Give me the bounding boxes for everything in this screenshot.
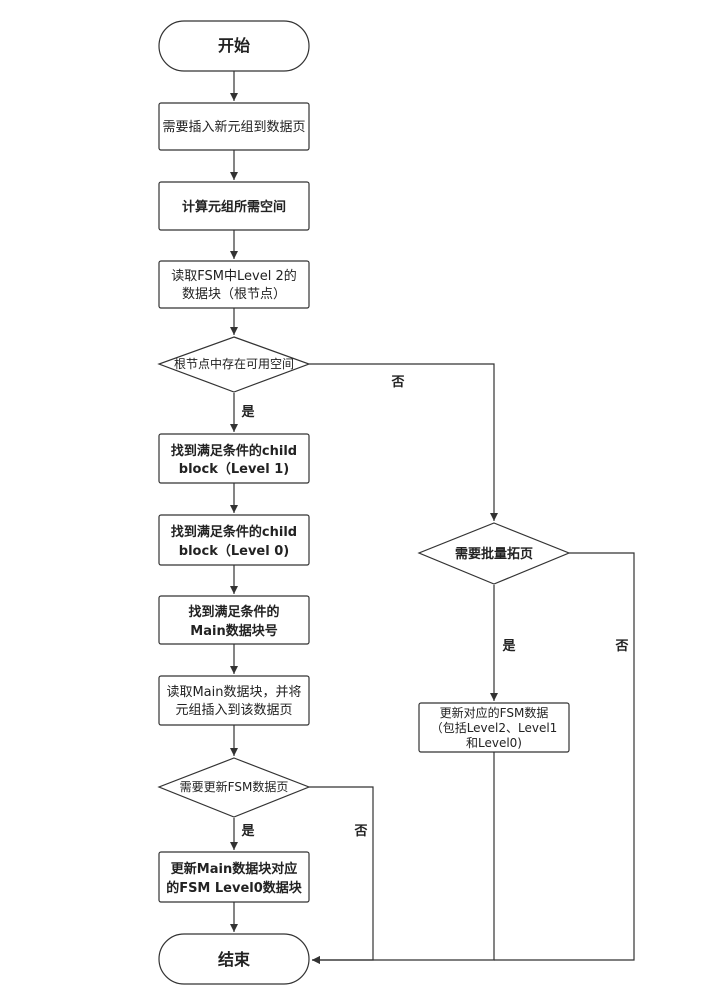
update-l0-line2: 的FSM Level0数据块 — [166, 880, 303, 896]
find-child-l0-line1: 找到满足条件的child — [171, 524, 297, 540]
update-fsm-all-box — [418, 702, 570, 753]
node-root-has-space: 根节点中存在可用空间 — [157, 336, 311, 393]
need-update-fsm-diamond — [157, 757, 311, 818]
insert-tuple-label: 需要插入新元组到数据页 — [162, 119, 305, 135]
update-yes-label: 是 — [240, 824, 255, 839]
find-child-l1-box — [158, 433, 310, 484]
edge-fsm-all-to-end — [312, 752, 495, 964]
node-find-child-l0: 找到满足条件的child block（Level 0) — [158, 514, 310, 566]
edge-update-no — [309, 786, 374, 964]
root-has-space-label: 根节点中存在可用空间 — [174, 356, 294, 371]
node-update-l0: 更新Main数据块对应 的FSM Level0数据块 — [158, 851, 310, 903]
calc-space-box — [158, 181, 310, 231]
find-child-l0-line2: block（Level 0) — [179, 543, 289, 559]
node-insert-tuple: 需要插入新元组到数据页 — [158, 102, 310, 151]
node-find-child-l1: 找到满足条件的child block（Level 1) — [158, 433, 310, 484]
node-need-update-fsm: 需要更新FSM数据页 — [157, 757, 311, 818]
edge-root-no — [309, 363, 498, 521]
update-l0-line1: 更新Main数据块对应 — [171, 861, 297, 877]
update-fsm-all-line2: （包括Level2、Level1 — [431, 720, 558, 735]
node-need-extend: 需要批量拓页 — [417, 522, 571, 585]
find-main-line1: 找到满足条件的 — [188, 604, 279, 620]
root-yes-label: 是 — [240, 405, 255, 420]
extend-no-label: 否 — [614, 639, 628, 654]
node-calc-space: 计算元组所需空间 — [158, 181, 310, 231]
read-fsm-label-line1: 读取FSM中Level 2的 — [171, 268, 296, 284]
root-no-label: 否 — [390, 375, 404, 390]
read-main-line2: 元组插入到该数据页 — [175, 703, 292, 718]
start-label: 开始 — [218, 36, 250, 55]
find-child-l1-line1: 找到满足条件的child — [171, 443, 297, 459]
edge-labels: 是 否 是 否 是 否 — [240, 375, 628, 839]
node-start: 开始 — [158, 20, 310, 72]
need-extend-label: 需要批量拓页 — [455, 546, 533, 562]
edges — [230, 71, 635, 964]
node-read-fsm: 读取FSM中Level 2的 数据块（根节点） — [158, 260, 310, 309]
node-find-main: 找到满足条件的 Main数据块号 — [158, 595, 310, 645]
need-update-fsm-label: 需要更新FSM数据页 — [180, 779, 289, 794]
read-fsm-label-line2: 数据块（根节点） — [182, 287, 286, 302]
start-terminal — [158, 20, 310, 72]
update-no-label: 否 — [353, 824, 367, 839]
find-main-line2: Main数据块号 — [190, 623, 277, 639]
insert-tuple-box — [158, 102, 310, 151]
update-fsm-all-line1: 更新对应的FSM数据 — [440, 705, 549, 720]
node-end: 结束 — [158, 933, 310, 985]
node-update-fsm-all: 更新对应的FSM数据 （包括Level2、Level1 和Level0) — [418, 702, 570, 753]
need-extend-diamond — [417, 522, 571, 585]
root-has-space-diamond — [157, 336, 311, 393]
calc-space-label: 计算元组所需空间 — [182, 199, 286, 215]
read-main-line1: 读取Main数据块，并将 — [166, 685, 301, 700]
read-fsm-box — [158, 260, 310, 309]
extend-yes-label: 是 — [501, 639, 516, 654]
read-main-box — [158, 675, 310, 726]
find-child-l0-box — [158, 514, 310, 566]
find-child-l1-line2: block（Level 1) — [179, 461, 289, 477]
edge-extend-no — [494, 552, 635, 961]
update-l0-box — [158, 851, 310, 903]
end-terminal — [158, 933, 310, 985]
update-fsm-all-line3: 和Level0) — [466, 736, 522, 750]
end-label: 结束 — [217, 950, 251, 969]
node-read-main: 读取Main数据块，并将 元组插入到该数据页 — [158, 675, 310, 726]
find-main-box — [158, 595, 310, 645]
